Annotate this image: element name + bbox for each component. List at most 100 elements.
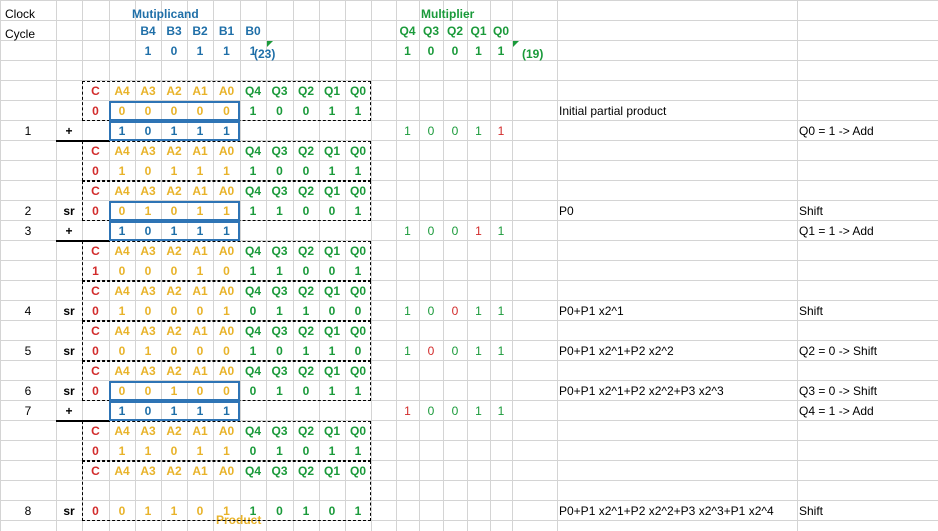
register-bit: 1 <box>354 384 362 398</box>
register-label: A2 <box>166 424 182 438</box>
register-bit: 0 <box>302 204 310 218</box>
register-label: Q0 <box>349 84 366 98</box>
multiplier-state-bit: 1 <box>404 344 411 358</box>
register-label: A1 <box>192 244 208 258</box>
register-label: A3 <box>140 184 156 198</box>
register-label: Q0 <box>349 324 366 338</box>
register-bit: 0 <box>276 504 283 518</box>
register-label: Q1 <box>323 424 340 438</box>
operation-label: sr <box>63 384 75 398</box>
register-label: A0 <box>218 364 235 378</box>
register-bit: 1 <box>249 344 257 358</box>
register-bit: 1 <box>249 264 257 278</box>
register-bit: 1 <box>118 444 126 458</box>
register-label: Q4 <box>244 184 261 198</box>
multiplier-state-bit: 1 <box>404 124 411 138</box>
register-label: A4 <box>114 284 130 298</box>
register-label: C <box>91 424 100 438</box>
register-label: A2 <box>166 364 182 378</box>
multiplier-bit: 0 <box>451 44 459 58</box>
multiplicand-bit-label: B3 <box>166 24 182 38</box>
addend-bit: 1 <box>196 224 204 238</box>
register-label: Q1 <box>323 84 340 98</box>
register-label: A1 <box>192 424 208 438</box>
register-bit: 0 <box>328 204 336 218</box>
register-bit: 0 <box>223 264 230 278</box>
register-bit: 1 <box>249 504 257 518</box>
register-bit: 0 <box>354 344 362 358</box>
multiplier-state-bit: 1 <box>497 344 505 358</box>
register-label: Q0 <box>349 244 366 258</box>
partial-product-expr: Initial partial product <box>559 104 667 118</box>
register-label: A0 <box>218 284 235 298</box>
action-note: Shift <box>799 204 824 218</box>
register-label: A2 <box>166 464 182 478</box>
register-label: A2 <box>166 184 182 198</box>
register-bit: 0 <box>223 344 230 358</box>
register-bit: 0 <box>118 104 126 118</box>
register-bit: 1 <box>118 164 126 178</box>
register-bit: 1 <box>276 444 283 458</box>
register-bit: 1 <box>223 504 230 518</box>
register-bit: 0 <box>118 504 126 518</box>
register-bit: 0 <box>170 204 178 218</box>
cycle-number: 3 <box>24 224 32 238</box>
multiplier-bit: 0 <box>427 44 435 58</box>
register-bit: 1 <box>302 504 310 518</box>
register-bit: 0 <box>144 384 152 398</box>
register-bit: 1 <box>354 164 362 178</box>
register-label: A1 <box>192 324 208 338</box>
register-bit: 1 <box>144 344 152 358</box>
register-bit: 1 <box>276 384 283 398</box>
multiplicand-bit: 1 <box>249 44 257 58</box>
multiplier-state-bit: 1 <box>404 304 411 318</box>
register-bit: 1 <box>276 204 283 218</box>
register-label: A0 <box>218 184 235 198</box>
multiplier-state-bit: 1 <box>497 124 505 138</box>
register-label: Q3 <box>271 364 288 378</box>
multiplier-decimal: (19) <box>522 47 544 61</box>
action-note: Shift <box>799 504 824 518</box>
operation-label: + <box>65 404 73 418</box>
register-bit: 0 <box>144 264 152 278</box>
register-label: Q0 <box>349 184 366 198</box>
register-label: A2 <box>166 324 182 338</box>
addend-bit: 1 <box>170 404 178 418</box>
multiplier-state-bit: 1 <box>497 304 505 318</box>
register-label: A3 <box>140 284 156 298</box>
register-bit: 0 <box>276 344 283 358</box>
multiplicand-bit: 1 <box>144 44 152 58</box>
register-label: A3 <box>140 324 156 338</box>
register-label: A1 <box>192 364 208 378</box>
multiplier-state-bit: 0 <box>427 224 435 238</box>
register-bit: 0 <box>144 164 152 178</box>
cycle-number: 1 <box>24 124 32 138</box>
addend-bit: 1 <box>118 404 126 418</box>
operation-label: + <box>65 124 73 138</box>
register-bit: 0 <box>92 164 99 178</box>
register-bit: 0 <box>196 304 204 318</box>
register-bit: 1 <box>170 384 178 398</box>
register-bit: 0 <box>328 264 336 278</box>
register-bit: 0 <box>302 444 310 458</box>
multiplier-state-bit: 1 <box>497 224 505 238</box>
multiplier-state-bit: 1 <box>404 224 411 238</box>
register-label: Q0 <box>349 424 366 438</box>
register-bit: 1 <box>302 304 310 318</box>
register-bit: 0 <box>170 104 178 118</box>
register-label: Q3 <box>271 184 288 198</box>
action-note: Q0 = 1 -> Add <box>799 124 874 138</box>
multiplier-bit-label: Q0 <box>492 24 509 38</box>
multiplicand-bit: 0 <box>170 44 178 58</box>
multiplier-state-bit: 1 <box>475 124 482 138</box>
addend-bit: 0 <box>144 224 152 238</box>
register-bit: 1 <box>328 164 336 178</box>
multiplier-state-bit: 1 <box>497 404 505 418</box>
register-bit: 0 <box>276 164 283 178</box>
register-bit: 0 <box>92 304 99 318</box>
register-bit: 1 <box>328 104 336 118</box>
register-label: A1 <box>192 184 208 198</box>
register-label: C <box>91 324 100 338</box>
addend-bit: 0 <box>144 124 152 138</box>
addend-bit: 1 <box>223 124 230 138</box>
